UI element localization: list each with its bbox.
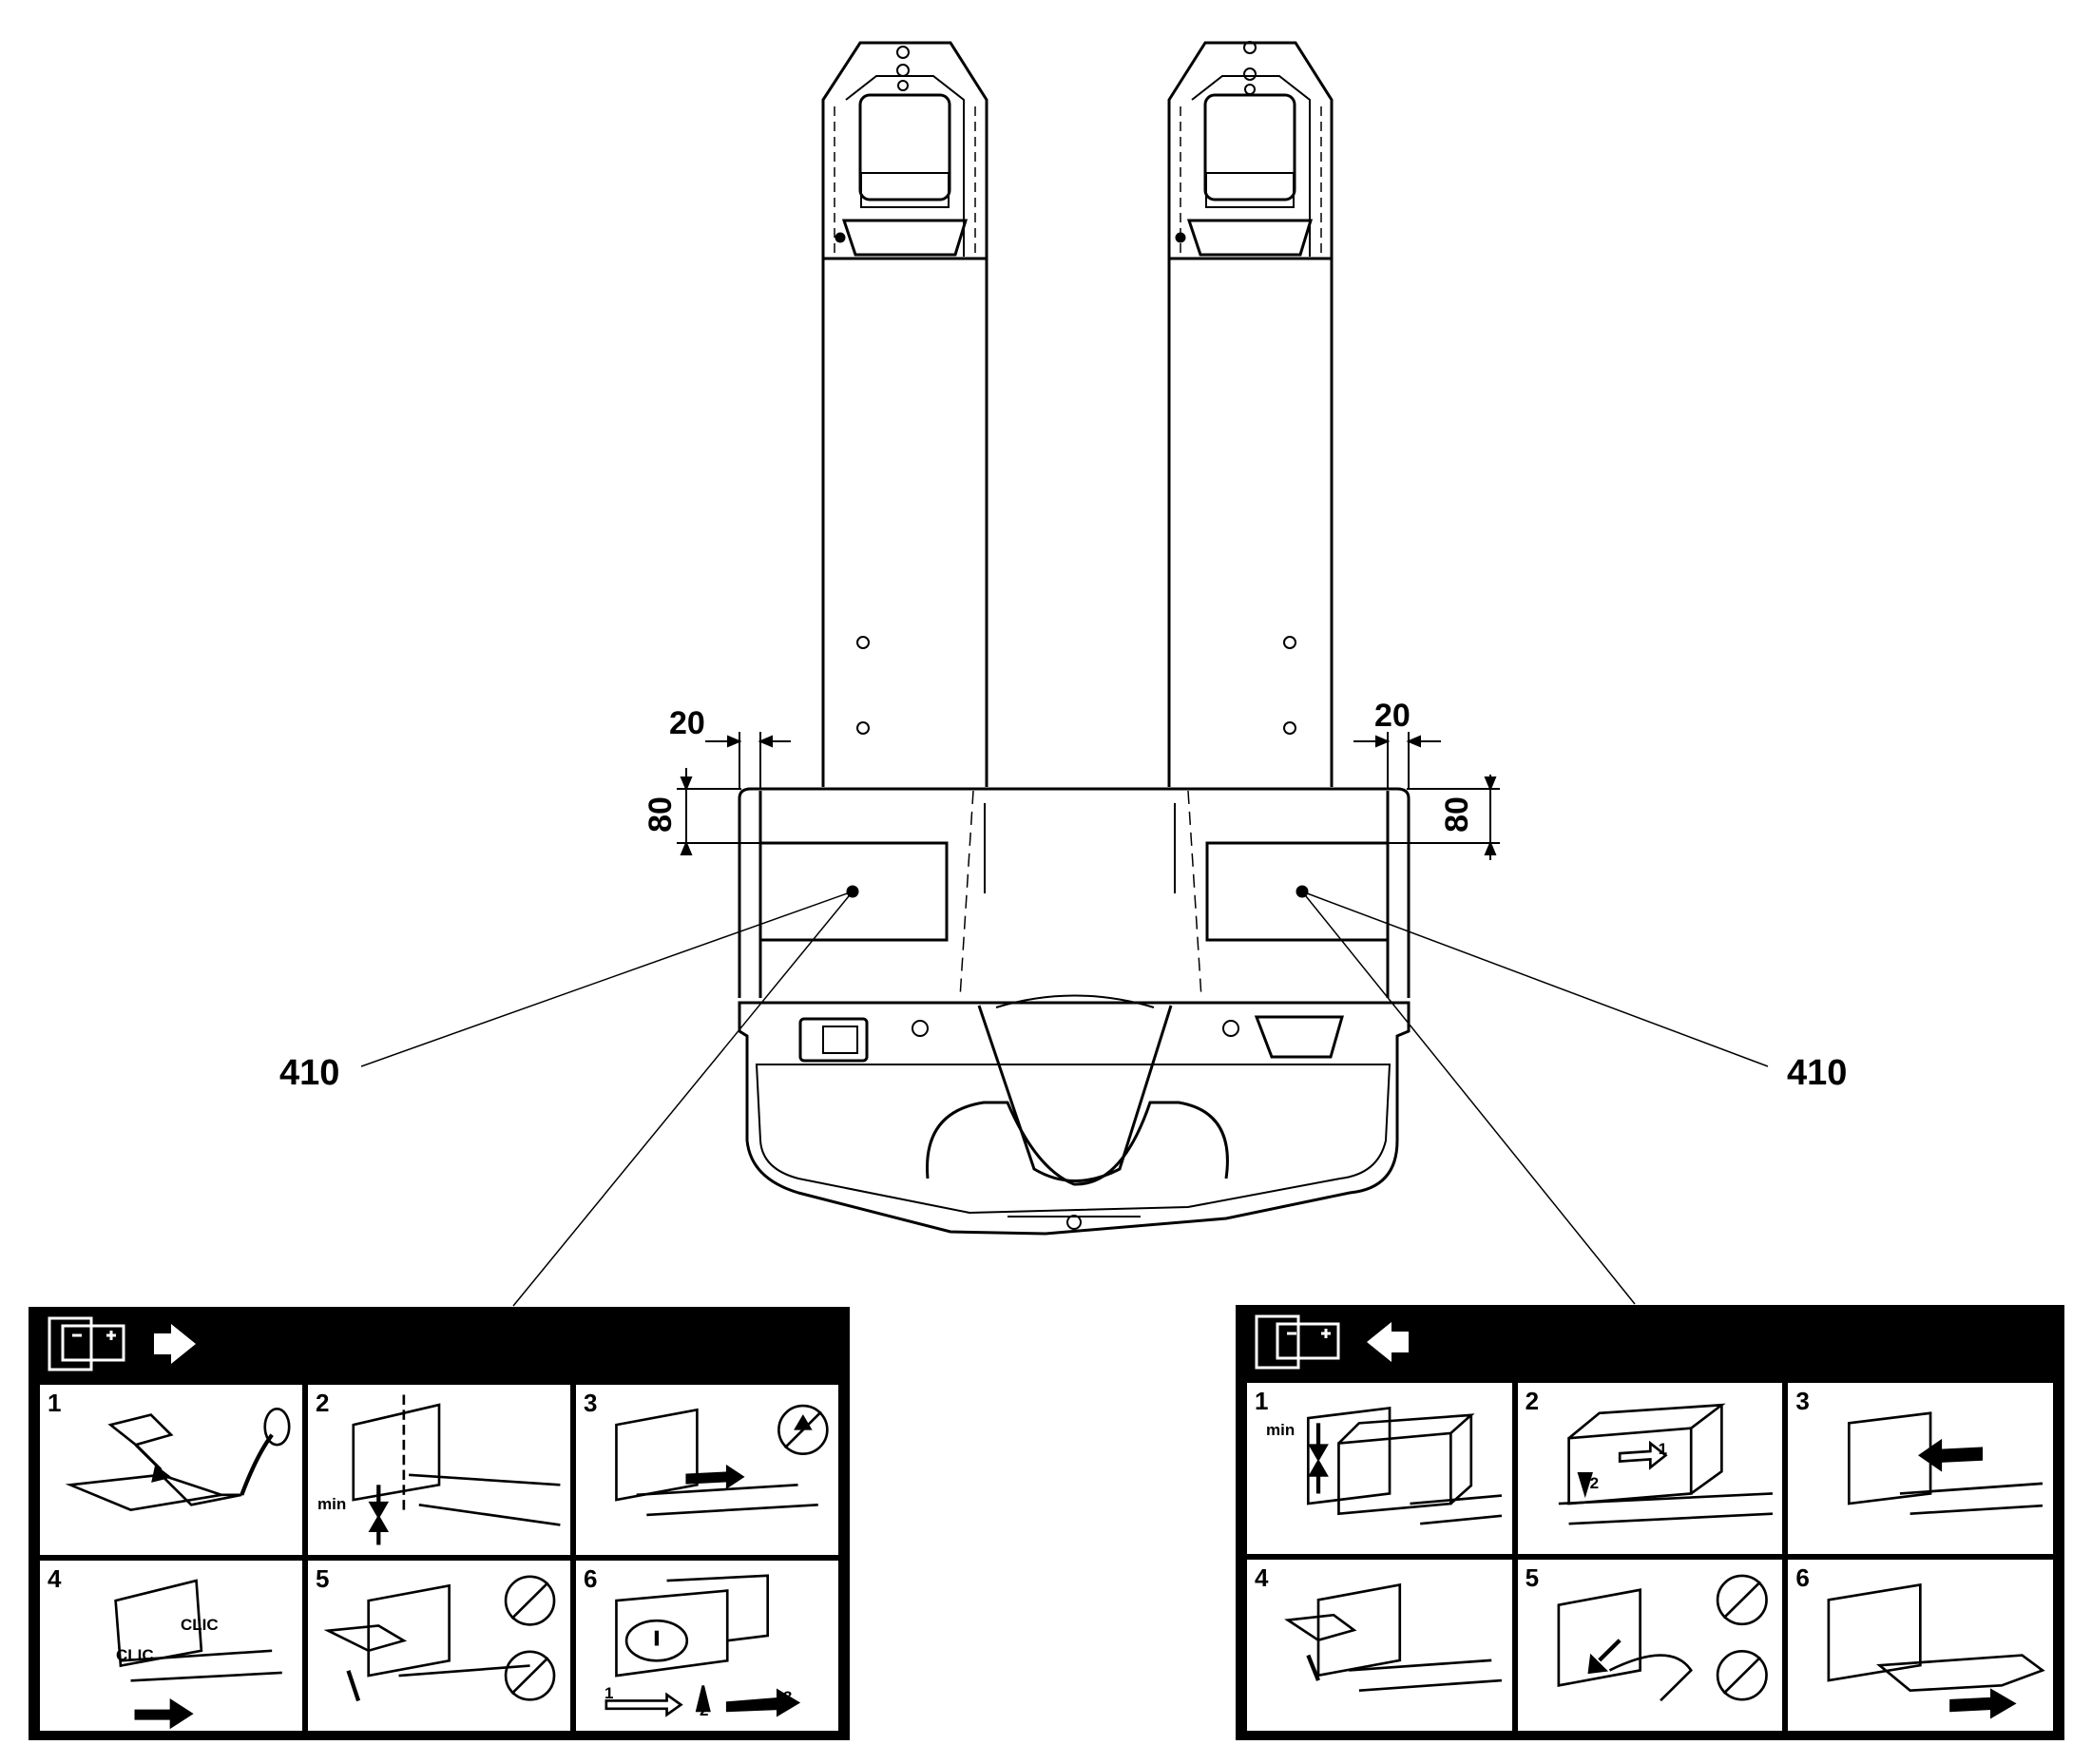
sequence-2-label: 2 (1589, 1474, 1600, 1492)
step-illustration (1848, 1411, 2044, 1515)
dimension-right-height: 80 (1438, 796, 1475, 833)
step-illustration (1558, 1403, 1773, 1525)
step-illustration (65, 1407, 291, 1511)
insertion-step-6: 6 (1788, 1560, 2053, 1731)
label-position-left (758, 841, 949, 942)
step-illustration (1284, 1582, 1503, 1692)
step-number: 3 (584, 1389, 598, 1417)
dimension-lines (677, 732, 1500, 860)
insertion-steps: 1 min 2 1 2 (1247, 1383, 2053, 1731)
insertion-step-3: 3 (1788, 1383, 2053, 1554)
label-position-right (1205, 841, 1390, 942)
removal-steps: 1 2 min 3 (40, 1385, 838, 1731)
removal-step-2: 2 min (308, 1385, 570, 1555)
leader-lines (360, 891, 1769, 1307)
step-number: 4 (1255, 1563, 1269, 1592)
dimension-left-height: 80 (642, 796, 679, 833)
clic-label: CLIC (116, 1646, 154, 1664)
step-number: 5 (1525, 1563, 1540, 1592)
step-number: 6 (584, 1564, 598, 1593)
battery-out-arrow-icon (48, 1316, 196, 1371)
step-illustration (352, 1394, 561, 1545)
removal-step-3: 3 (576, 1385, 838, 1555)
sequence-1-label: 1 (1658, 1440, 1668, 1458)
battery-compartment (738, 787, 1411, 999)
battery-removal-label: 1 2 min 3 (29, 1307, 850, 1740)
dimension-left-offset: 20 (669, 705, 705, 741)
step-illustration (1827, 1582, 2046, 1719)
insertion-step-1: 1 min (1247, 1383, 1512, 1554)
step-illustration (605, 1574, 801, 1717)
step-illustration (1306, 1406, 1503, 1525)
step-illustration (615, 1404, 829, 1517)
drive-unit (738, 994, 1411, 1236)
step-number: 1 (48, 1389, 62, 1417)
sequence-3-label: 3 (783, 1688, 793, 1706)
insertion-step-4: 4 (1247, 1560, 1512, 1731)
step-illustration (1557, 1574, 1768, 1702)
clic-label: CLIC (181, 1616, 219, 1634)
insertion-step-2: 2 1 2 (1517, 1383, 1783, 1554)
battery-in-arrow-icon (1255, 1314, 1409, 1370)
min-label: min (317, 1495, 347, 1513)
step-number: 3 (1795, 1387, 1810, 1415)
step-number: 2 (316, 1389, 330, 1417)
sequence-2-label: 2 (700, 1701, 709, 1719)
sequence-1-label: 1 (605, 1684, 614, 1702)
left-fork (821, 41, 988, 787)
step-illustration (323, 1575, 556, 1702)
right-fork (1167, 41, 1334, 787)
battery-insertion-label: 1 min 2 1 2 (1236, 1305, 2064, 1740)
removal-step-1: 1 (40, 1385, 302, 1555)
removal-step-5: 5 (308, 1561, 570, 1731)
callout-410-right: 410 (1787, 1053, 1848, 1093)
step-number: 5 (316, 1564, 330, 1593)
callout-410-left: 410 (279, 1053, 340, 1093)
dimension-right-offset: 20 (1374, 698, 1411, 734)
step-number: 4 (48, 1564, 62, 1593)
step-number: 6 (1795, 1563, 1810, 1592)
removal-step-6: 6 1 2 3 (576, 1561, 838, 1731)
insertion-step-5: 5 (1517, 1560, 1783, 1731)
removal-step-4: 4 CLIC CLIC (40, 1561, 302, 1731)
label-header (29, 1307, 850, 1381)
step-illustration (114, 1579, 282, 1730)
label-header (1236, 1305, 2064, 1379)
step-number: 1 (1255, 1387, 1269, 1415)
step-number: 2 (1525, 1387, 1540, 1415)
min-label: min (1266, 1421, 1296, 1439)
